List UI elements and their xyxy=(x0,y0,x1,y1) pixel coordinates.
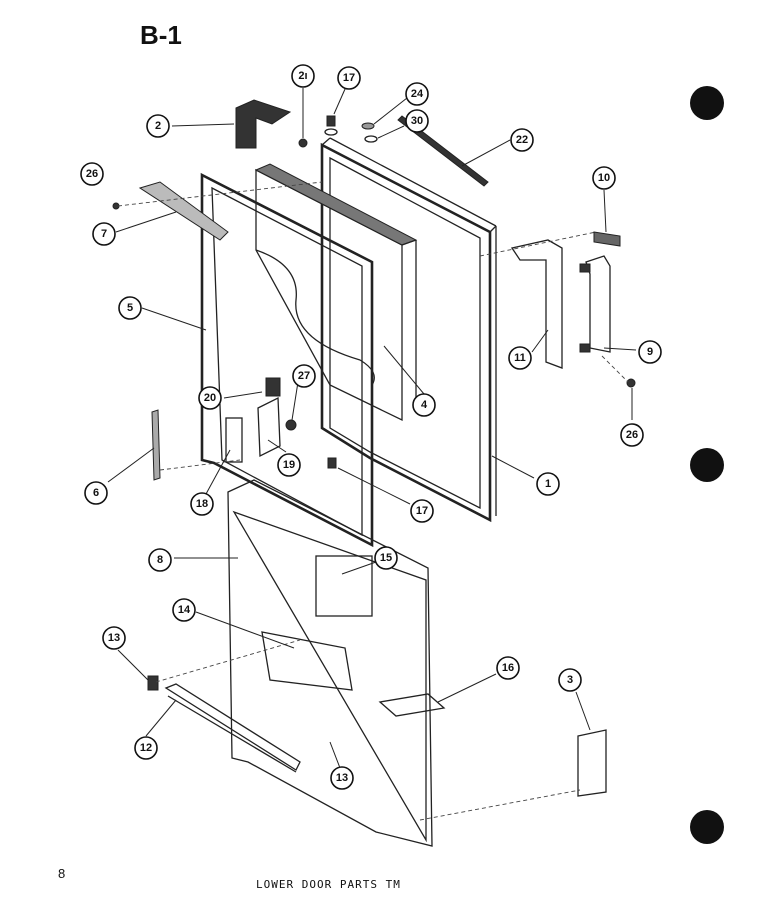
callout-18: 18 xyxy=(190,492,214,516)
svg-text:10: 10 xyxy=(598,172,610,184)
svg-text:11: 11 xyxy=(514,352,526,364)
svg-text:13: 13 xyxy=(336,772,348,784)
svg-text:7: 7 xyxy=(101,228,107,240)
handle-assembly xyxy=(510,231,621,369)
callout-14: 14 xyxy=(172,598,196,622)
callout-9: 9 xyxy=(638,340,662,364)
svg-text:3: 3 xyxy=(567,674,573,686)
door-outer-frame xyxy=(320,137,497,523)
door-liner-panel xyxy=(254,163,418,422)
callout-5: 5 xyxy=(118,296,142,320)
callout-30: 30 xyxy=(405,109,429,133)
svg-text:12: 12 xyxy=(140,742,152,754)
binder-hole xyxy=(690,86,724,120)
svg-text:16: 16 xyxy=(502,662,514,674)
svg-text:24: 24 xyxy=(411,88,424,100)
svg-text:4: 4 xyxy=(421,399,428,411)
callout-24: 24 xyxy=(405,82,429,106)
lower-door-panel xyxy=(227,479,433,847)
svg-text:26: 26 xyxy=(626,429,638,441)
callout-7: 7 xyxy=(92,222,116,246)
svg-text:15: 15 xyxy=(380,552,392,564)
svg-text:1: 1 xyxy=(545,478,551,490)
callout-16: 16 xyxy=(496,656,520,680)
fasteners xyxy=(112,115,636,469)
alignment-lines xyxy=(117,181,629,821)
callout-12: 12 xyxy=(134,736,158,760)
bottom-rail xyxy=(147,675,301,773)
kick-panel xyxy=(577,729,607,797)
svg-text:26: 26 xyxy=(86,168,98,180)
callout-17-bottom: 17 xyxy=(410,499,434,523)
svg-text:20: 20 xyxy=(204,392,216,404)
svg-text:17: 17 xyxy=(343,72,355,84)
callout-2: 2 xyxy=(146,114,170,138)
callout-3: 3 xyxy=(558,668,582,692)
callout-4: 4 xyxy=(412,393,436,417)
gasket-frame xyxy=(200,172,374,548)
svg-text:17: 17 xyxy=(416,505,428,517)
callout-13-bottom: 13 xyxy=(330,766,354,790)
callout-27: 27 xyxy=(292,364,316,388)
binder-hole xyxy=(690,448,724,482)
side-trim-strip xyxy=(151,409,161,481)
binder-hole xyxy=(690,810,724,844)
callout-8: 8 xyxy=(148,548,172,572)
svg-text:13: 13 xyxy=(108,632,120,644)
callout-6: 6 xyxy=(84,481,108,505)
svg-text:27: 27 xyxy=(298,370,310,382)
callout-1: 1 xyxy=(536,472,560,496)
callout-10: 10 xyxy=(592,166,616,190)
handle-trim-strip xyxy=(397,115,489,187)
svg-text:19: 19 xyxy=(283,459,295,471)
svg-text:5: 5 xyxy=(127,302,133,314)
callout-26-right: 26 xyxy=(620,423,644,447)
svg-text:18: 18 xyxy=(196,498,208,510)
callout-26-left: 26 xyxy=(80,162,104,186)
svg-text:2: 2 xyxy=(155,120,161,132)
svg-text:9: 9 xyxy=(647,346,653,358)
svg-text:22: 22 xyxy=(516,134,528,146)
callout-15: 15 xyxy=(374,546,398,570)
shelf-bracket xyxy=(378,693,446,717)
svg-text:6: 6 xyxy=(93,487,99,499)
hinge-assembly xyxy=(225,377,297,463)
diagram-title: B-1 xyxy=(140,20,182,50)
callout-22: 22 xyxy=(510,128,534,152)
page-number: 8 xyxy=(58,866,66,881)
svg-text:8: 8 xyxy=(157,554,163,566)
svg-text:30: 30 xyxy=(411,115,423,127)
svg-text:2ı: 2ı xyxy=(298,70,307,82)
callout-20: 20 xyxy=(198,386,222,410)
svg-text:14: 14 xyxy=(178,604,191,616)
top-bracket xyxy=(235,99,292,149)
top-trim-strip xyxy=(138,181,229,241)
page-caption: LOWER DOOR PARTS TM xyxy=(256,878,401,891)
callout-21: 2ı xyxy=(291,64,315,88)
leader-lines xyxy=(107,79,637,769)
callout-19: 19 xyxy=(277,453,301,477)
callout-17-top: 17 xyxy=(337,66,361,90)
callout-13-left: 13 xyxy=(102,626,126,650)
callout-11: 11 xyxy=(508,346,532,370)
